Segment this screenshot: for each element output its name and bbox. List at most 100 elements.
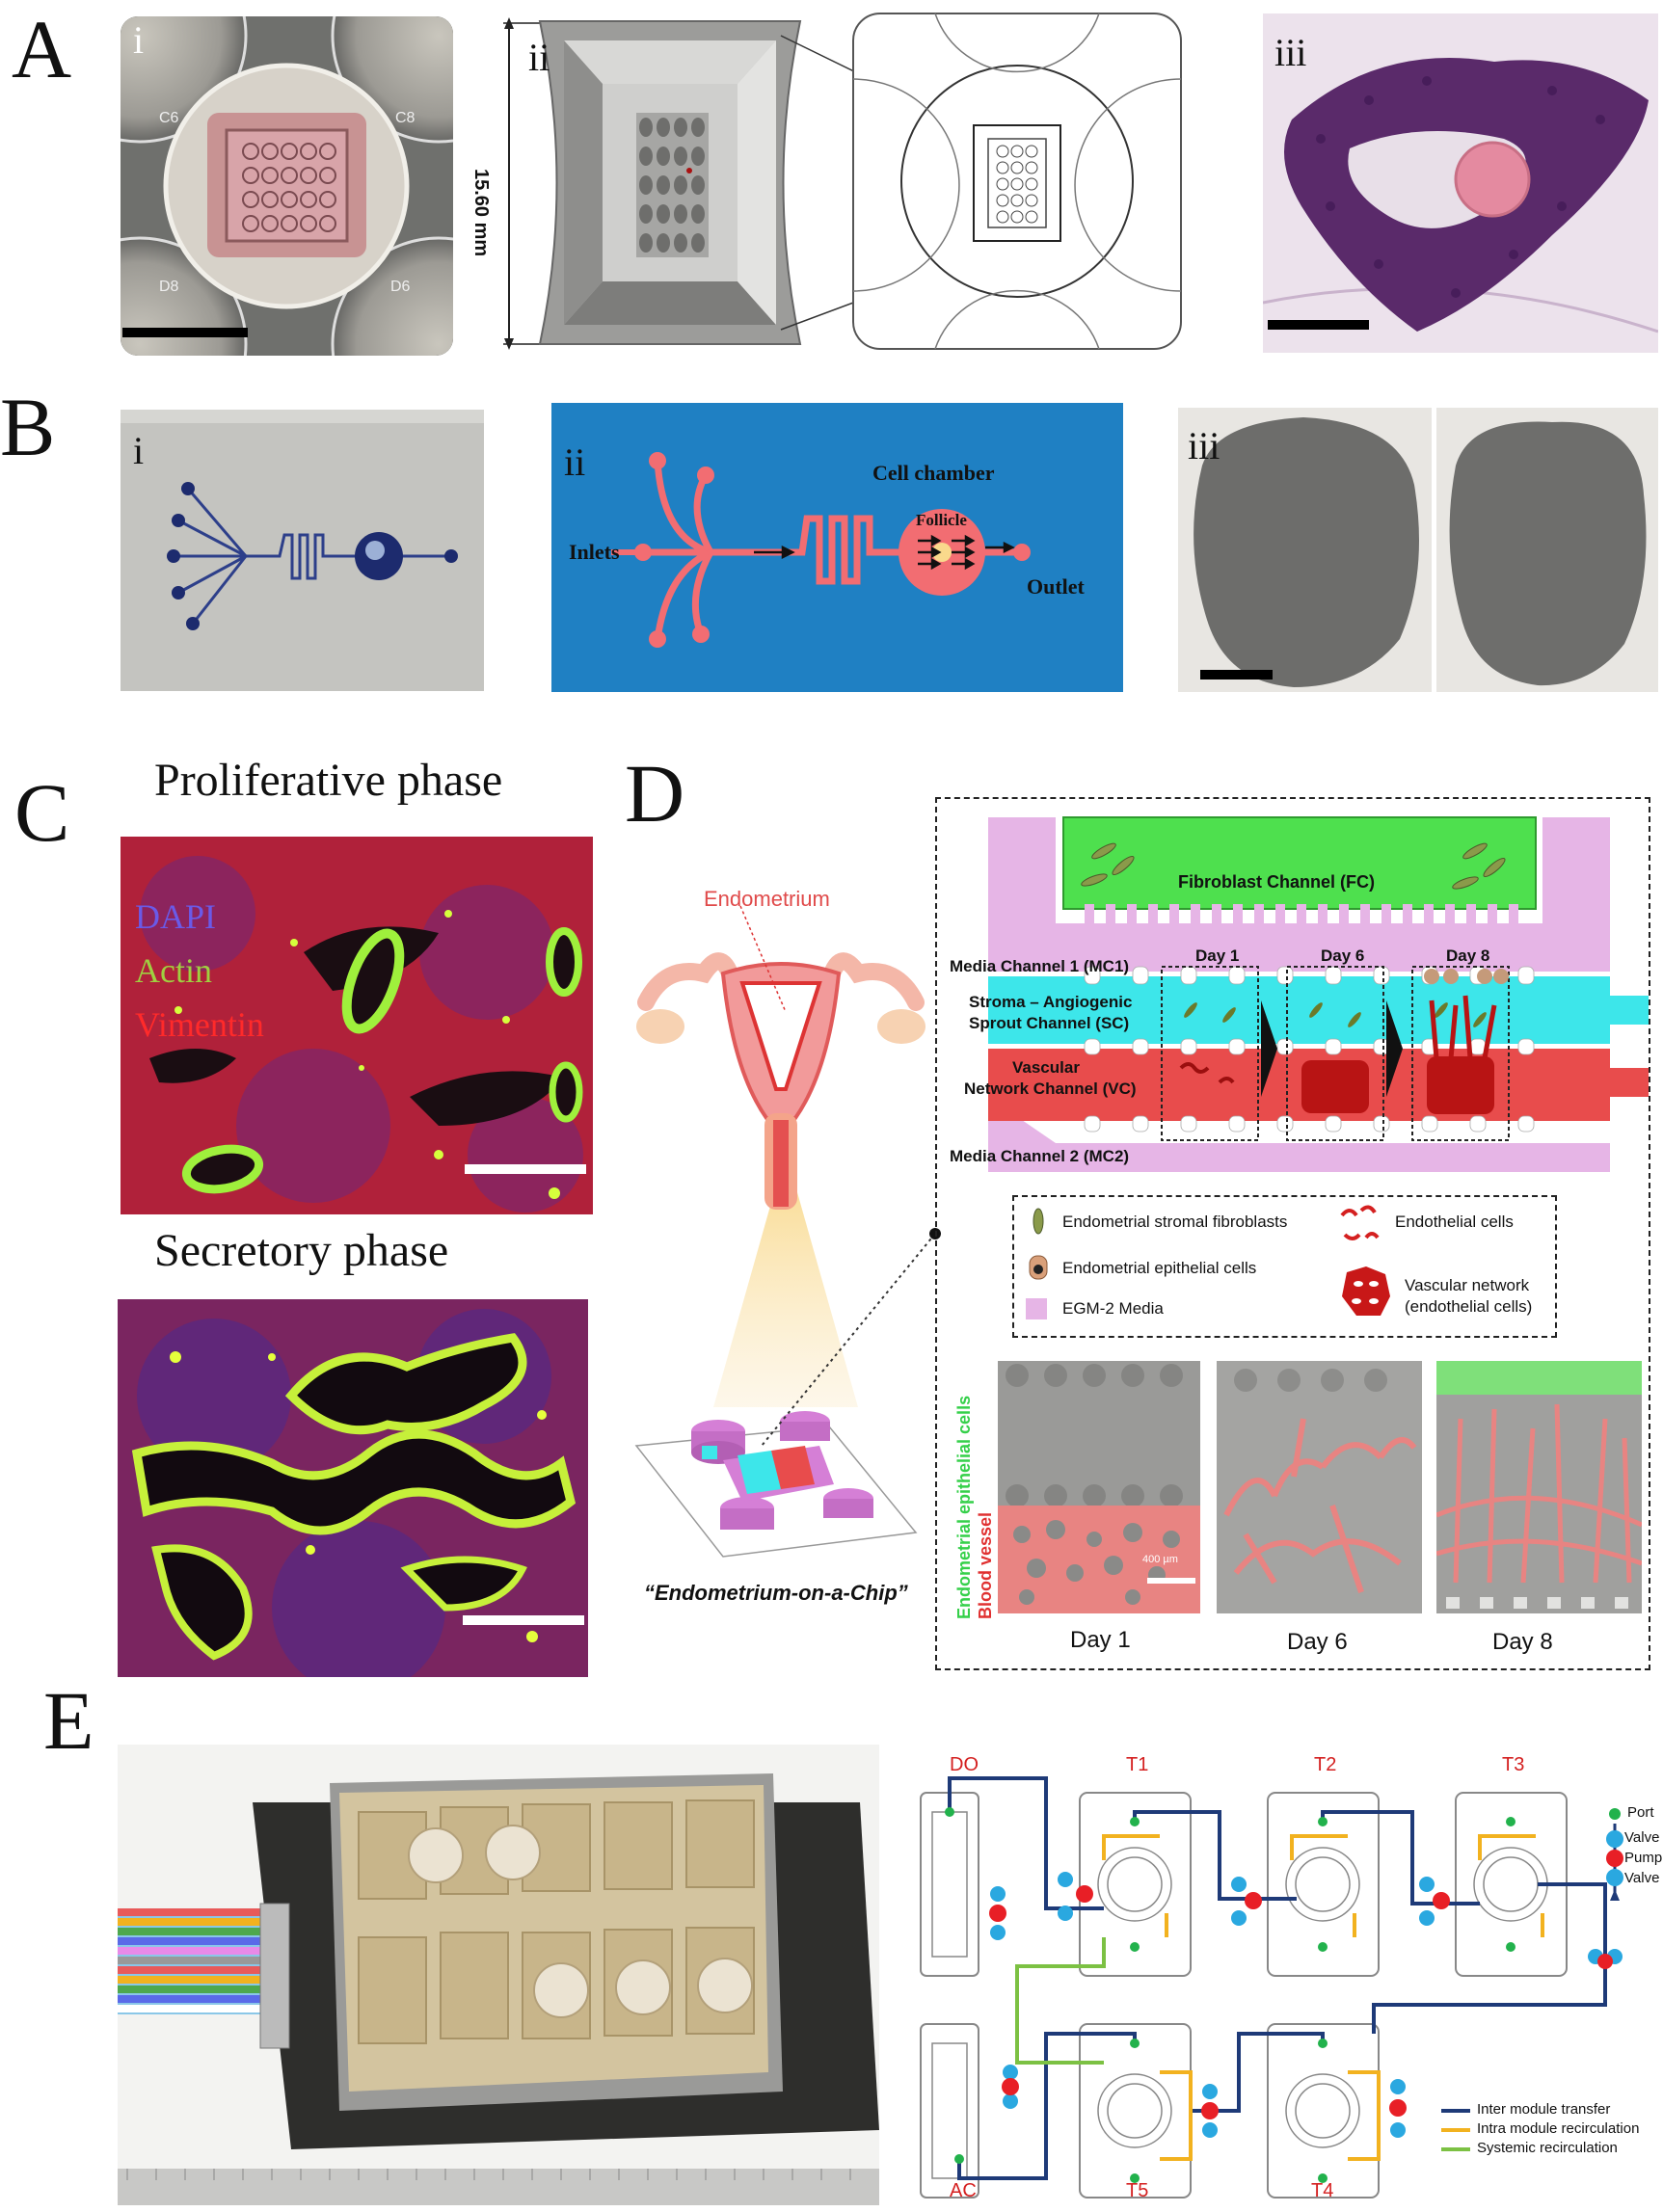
panel-letter-e: E — [43, 1674, 94, 1767]
module-t4: T4 — [1311, 2180, 1334, 2201]
plate-label-c8: C8 — [395, 110, 416, 126]
chip-insert-render — [503, 13, 1182, 350]
zoom-connector — [761, 1228, 941, 1447]
chip-flow-schematic — [611, 452, 1031, 648]
follicle-image-left — [1194, 417, 1419, 687]
day6-vessel-image — [1217, 1361, 1422, 1613]
legend-stromal: Endometrial stromal fibroblasts — [1062, 1213, 1288, 1231]
panel-a-i-label: i — [133, 18, 145, 62]
legend-media: EGM-2 Media — [1062, 1299, 1164, 1318]
epithelial-cell-icon — [1029, 1255, 1048, 1280]
legend-endothelial: Endothelial cells — [1395, 1213, 1514, 1231]
chip-caption: “Endometrium-on-a-Chip” — [644, 1581, 908, 1605]
panel-letter-c: C — [14, 766, 70, 859]
vc-label-line1: Vascular — [1012, 1058, 1080, 1077]
panel-letter-a: A — [12, 3, 72, 95]
secretory-phase-image — [118, 1299, 588, 1677]
module-do: DO — [950, 1754, 979, 1775]
follicle-label: Follicle — [916, 511, 967, 529]
inlets-label: Inlets — [569, 540, 620, 564]
legend-epithelial: Endometrial epithelial cells — [1062, 1259, 1257, 1277]
legend-vascular-line2: (endothelial cells) — [1405, 1297, 1533, 1316]
uterus-chip-illustration — [627, 867, 935, 1639]
panel-b-iii-follicle-right — [1436, 408, 1658, 692]
fibroblast-channel-label: Fibroblast Channel (FC) — [1178, 872, 1375, 892]
endometrium-channel-diagram — [988, 816, 1649, 1172]
follicle-histology-illustration — [1263, 13, 1658, 353]
cell-chamber-label: Cell chamber — [872, 461, 995, 485]
panel-letter-d: D — [625, 747, 685, 839]
uterus-and-chip-drawing — [634, 905, 925, 1558]
microfluidic-chip-photo-illustration — [121, 410, 484, 691]
module-t3: T3 — [1502, 1754, 1525, 1775]
day6-bottom-label: Day 6 — [1287, 1629, 1348, 1655]
panel-d-detail-box — [935, 797, 1650, 1670]
day8-top-label: Day 8 — [1446, 946, 1490, 965]
legend-pump: Pump — [1624, 1850, 1663, 1866]
proliferative-phase-image — [121, 837, 593, 1214]
panel-a-i-scalebar — [122, 328, 248, 337]
legend-systemic: Systemic recirculation — [1477, 2140, 1618, 2156]
stain-vimentin-label: Vimentin — [135, 1005, 264, 1044]
proliferative-fluorescence-illustration — [121, 837, 593, 1214]
stain-dapi-label: DAPI — [135, 897, 217, 936]
scalebar-text: 400 µm — [1142, 1554, 1178, 1565]
channel-schematic — [950, 808, 1649, 1184]
plate-label-d6: D6 — [390, 279, 411, 295]
multi-organ-device-illustration — [118, 1745, 879, 2205]
day1-microscopy — [998, 1361, 1200, 1613]
secretory-fluorescence-illustration — [118, 1299, 588, 1677]
day8-microscopy — [1436, 1361, 1642, 1613]
legend-port: Port — [1627, 1804, 1654, 1821]
day8-vessel-image — [1436, 1361, 1642, 1613]
stromal-fibroblast-icon — [1033, 1208, 1044, 1235]
mc2-label: Media Channel 2 (MC2) — [950, 1147, 1130, 1165]
secretory-scalebar — [463, 1615, 584, 1625]
proliferative-scalebar — [465, 1164, 586, 1174]
module-t1: T1 — [1126, 1754, 1149, 1775]
module-t2: T2 — [1314, 1754, 1337, 1775]
legend-vascular-line1: Vascular network — [1405, 1276, 1530, 1294]
panel-letter-b: B — [0, 381, 56, 473]
legend-intra-module: Intra module recirculation — [1477, 2120, 1640, 2137]
panel-e-device-photo — [118, 1745, 879, 2205]
vc-label-line2: Network Channel (VC) — [964, 1079, 1137, 1098]
day8-bottom-label: Day 8 — [1492, 1629, 1553, 1655]
dimension-label: 15.60 mm — [470, 169, 492, 257]
secretory-phase-title: Secretory phase — [154, 1225, 449, 1276]
mc1-label: Media Channel 1 (MC1) — [950, 957, 1130, 975]
vertical-vessel-label: Blood vessel — [976, 1511, 995, 1619]
vascular-network-icon — [1342, 1266, 1390, 1316]
day6-top-label: Day 6 — [1321, 946, 1365, 965]
endometrium-label: Endometrium — [704, 887, 830, 911]
outlet-label: Outlet — [1027, 574, 1085, 599]
cell-legend: Endometrial stromal fibroblasts Endometr… — [1012, 1195, 1557, 1338]
follicle-image-right — [1449, 421, 1647, 686]
day1-top-label: Day 1 — [1195, 946, 1240, 965]
endothelial-cells-icon — [1340, 1205, 1380, 1240]
stain-actin-label: Actin — [135, 951, 212, 990]
sc-label-line2: Sprout Channel (SC) — [969, 1014, 1130, 1032]
day1-vessel-image — [998, 1361, 1200, 1613]
well-plate-illustration: C6 C8 D8 D6 — [121, 16, 453, 356]
panel-e-circuit-schematic — [901, 1754, 1658, 2207]
module-t5: T5 — [1126, 2180, 1149, 2201]
day1-bottom-label: Day 1 — [1070, 1627, 1131, 1653]
day6-microscopy — [1217, 1361, 1422, 1613]
panel-b-iii-scalebar — [1200, 670, 1273, 680]
legend-valve-2: Valve — [1624, 1870, 1660, 1886]
panel-a-iii-scalebar — [1268, 320, 1369, 330]
legend-valve-1: Valve — [1624, 1829, 1660, 1846]
proliferative-phase-title: Proliferative phase — [154, 755, 503, 806]
module-ac: AC — [950, 2180, 977, 2201]
panel-b-i-label: i — [133, 429, 145, 472]
panel-a-ii-label: ii — [528, 36, 550, 79]
panel-b-i-photo — [121, 410, 484, 691]
legend-inter-module: Inter module transfer — [1477, 2101, 1611, 2118]
panel-a-i-photo: C6 C8 D8 D6 — [121, 16, 453, 356]
plate-label-c6: C6 — [159, 110, 179, 126]
plate-label-d8: D8 — [159, 279, 179, 295]
multi-organ-circuit-diagram — [920, 1776, 1623, 2199]
panel-b-ii-schematic — [551, 403, 1123, 692]
panel-a-ii — [501, 12, 1186, 351]
